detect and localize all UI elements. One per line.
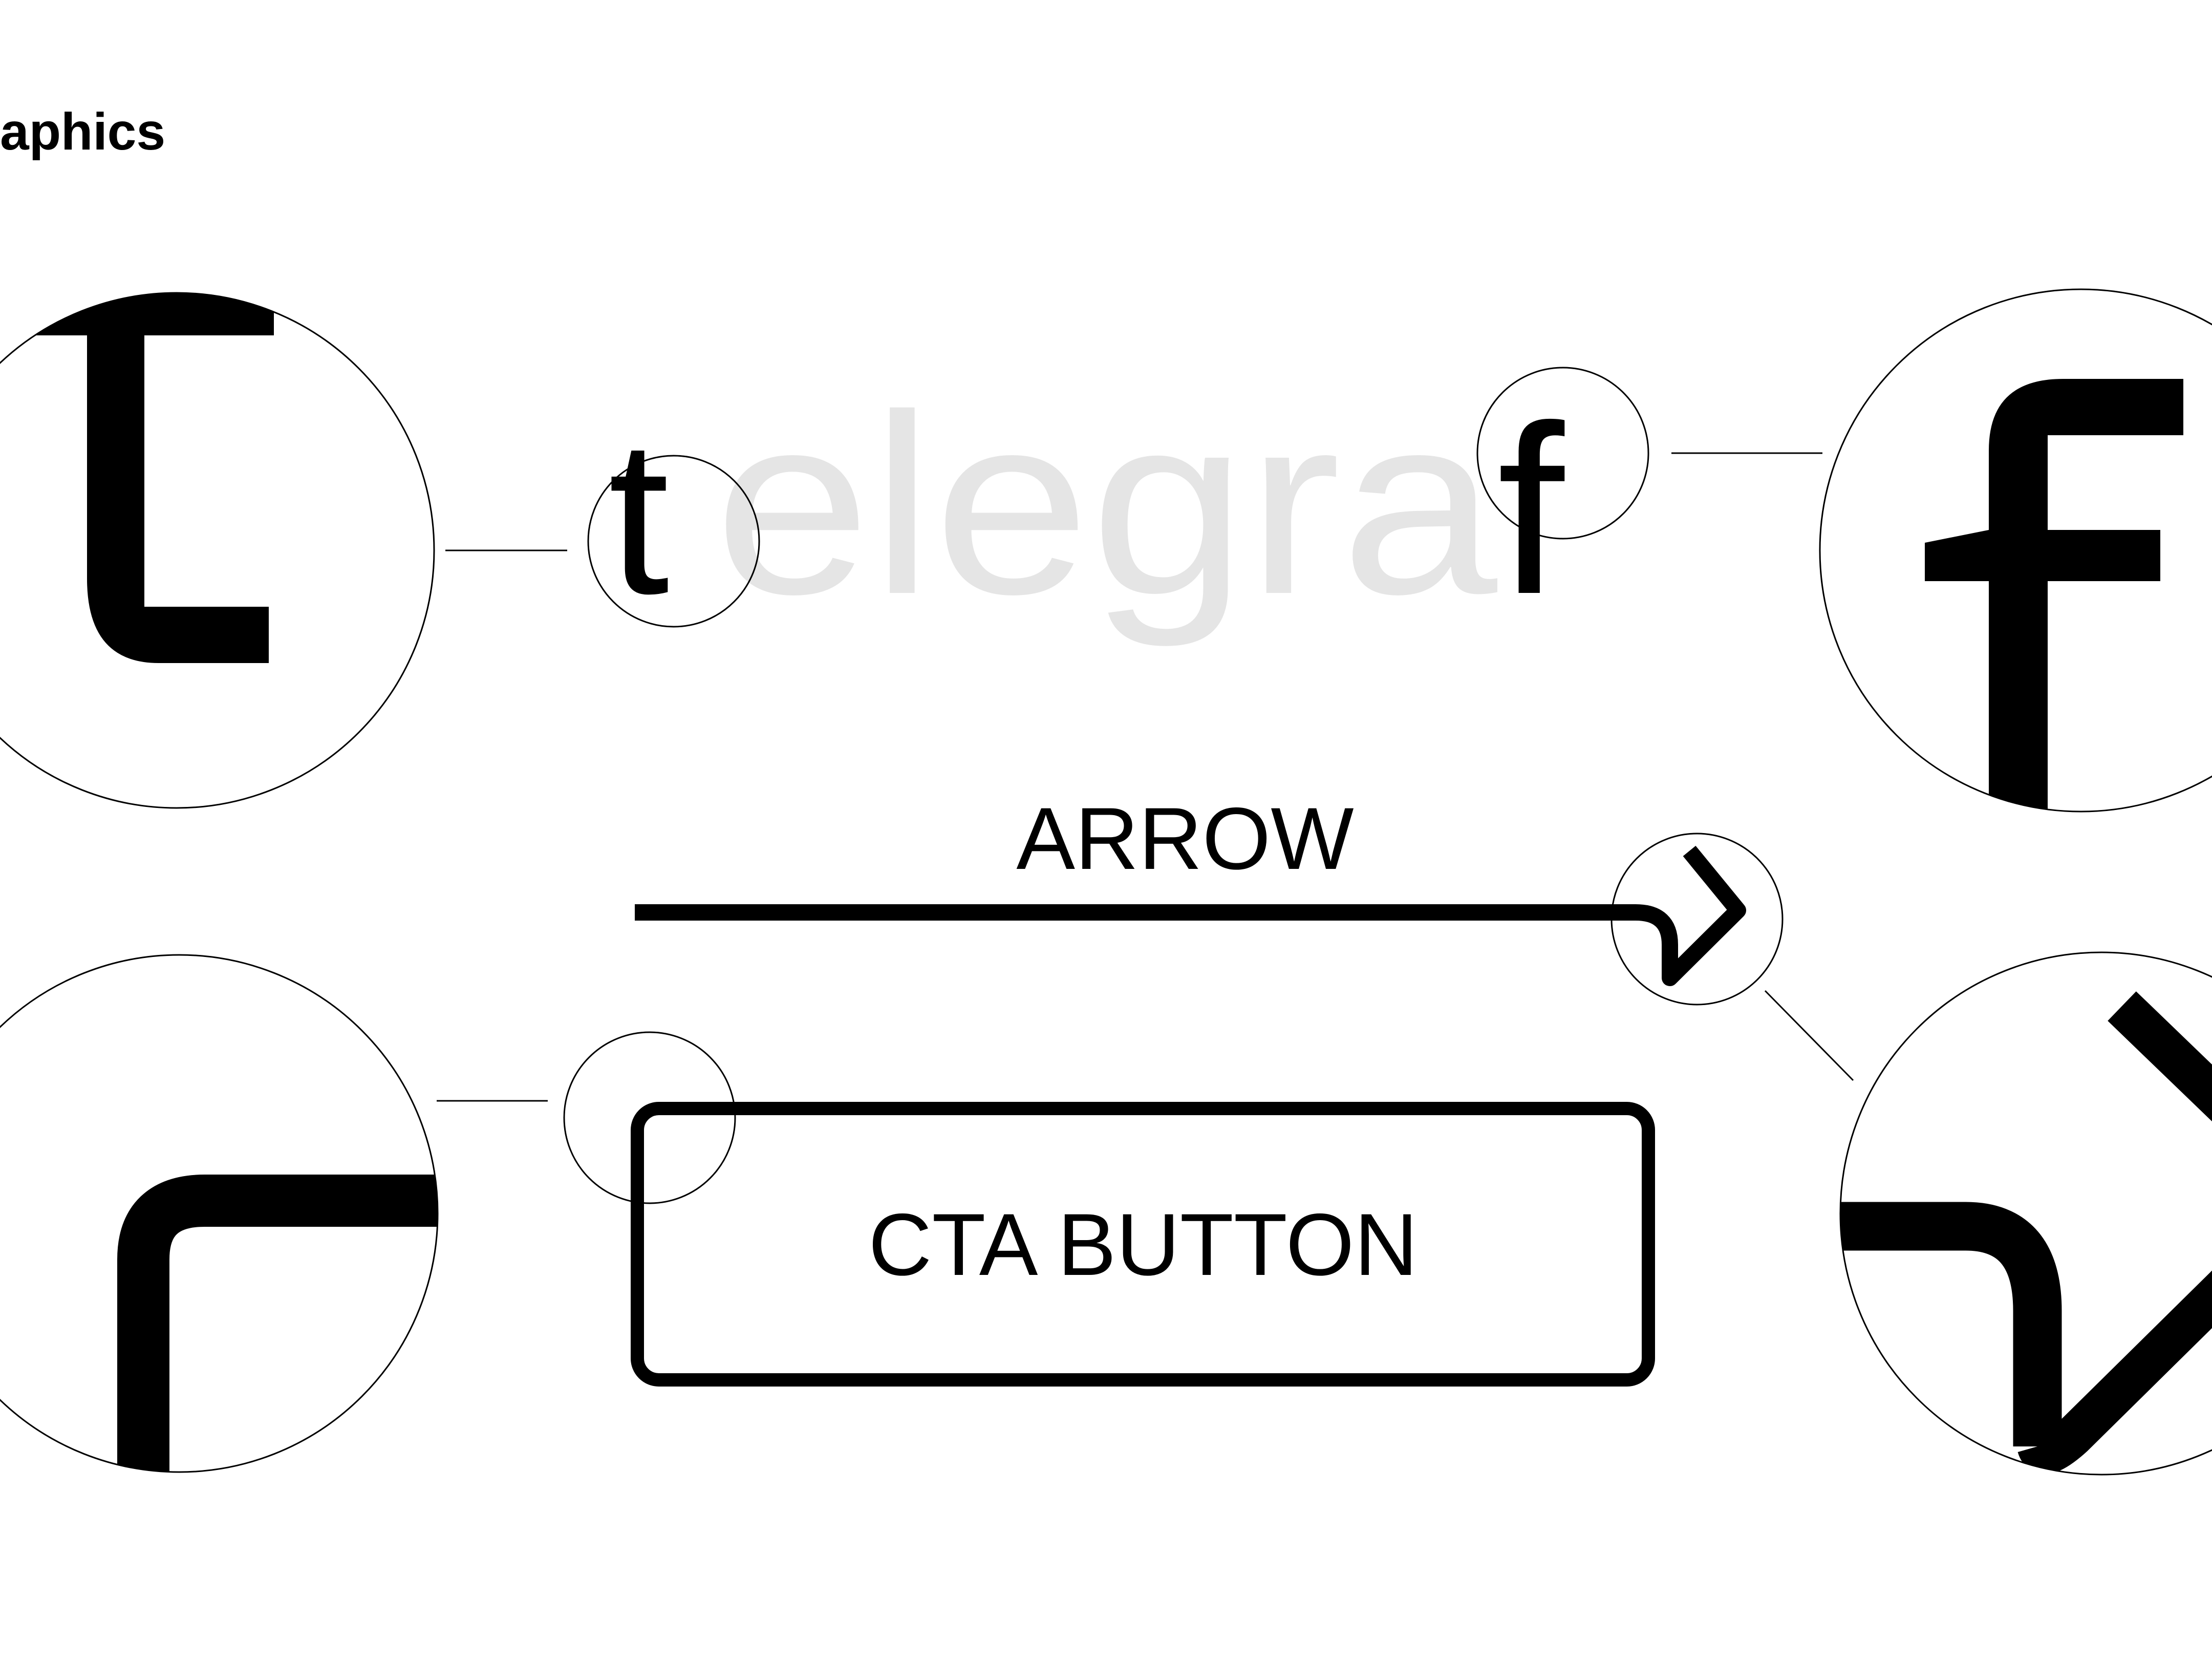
magnified-arrow [1840, 991, 2212, 1474]
magnified-letter-f [1925, 379, 2183, 812]
cta-button[interactable] [631, 1102, 1655, 1387]
magnified-letter-t [36, 293, 274, 663]
arrow-graphic [635, 845, 1746, 986]
arrow-section-label: ARROW [1016, 790, 1354, 888]
zoom-circle-arrow [1839, 951, 2212, 1476]
connector-line-arrow [1764, 990, 1854, 1081]
detail-marker-button-corner [563, 1031, 736, 1204]
zoom-circle-f [1819, 288, 2212, 813]
page-title: aphics [0, 102, 165, 161]
zoom-circle-button-corner [0, 954, 439, 1473]
zoom-circle-t [0, 292, 435, 809]
detail-marker-t [587, 455, 760, 628]
cta-button-label: CTA BUTTON [868, 1196, 1418, 1294]
detail-marker-f [1476, 367, 1649, 540]
wordmark-letter-f: f [1497, 375, 1565, 644]
detail-marker-arrow [1610, 833, 1784, 1006]
magnified-button-corner [117, 1175, 438, 1472]
wordmark-letter-t: t [608, 394, 670, 640]
wordmark-ghost-letters: elegra [714, 361, 1499, 649]
